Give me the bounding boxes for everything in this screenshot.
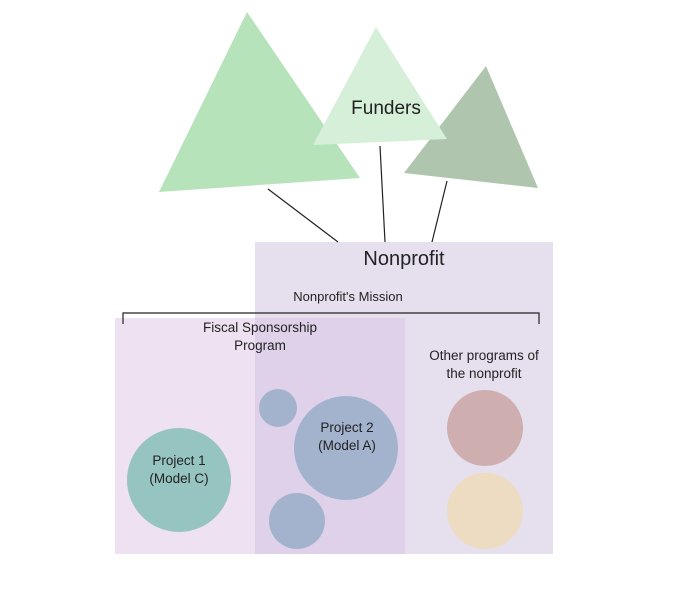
small-project-circle-bottom [269,493,325,549]
mission-bracket [122,312,540,324]
connector-line-right [431,180,448,243]
other-programs-label: Other programs of the nonprofit [429,348,539,381]
funder-triangle-middle [313,27,447,145]
project-1-circle [127,428,231,532]
other-program-circle-bottom [447,473,523,549]
mission-label: Nonprofit's Mission [293,289,403,304]
connector-line-left [267,188,339,243]
connector-line-middle [379,145,386,243]
funder-triangle-right [404,66,538,188]
project-2-circle [294,396,398,500]
funder-triangle-left [159,12,360,192]
fiscal-sponsorship-label: Fiscal Sponsorship Program [202,320,318,353]
project-2-label: Project 2 (Model A) [318,420,376,453]
funders-label: Funders [351,98,421,119]
nonprofit-title: Nonprofit [363,248,445,270]
small-project-circle-top [259,389,297,427]
project-1-label: Project 1 (Model C) [149,453,209,486]
other-program-circle-top [447,390,523,466]
